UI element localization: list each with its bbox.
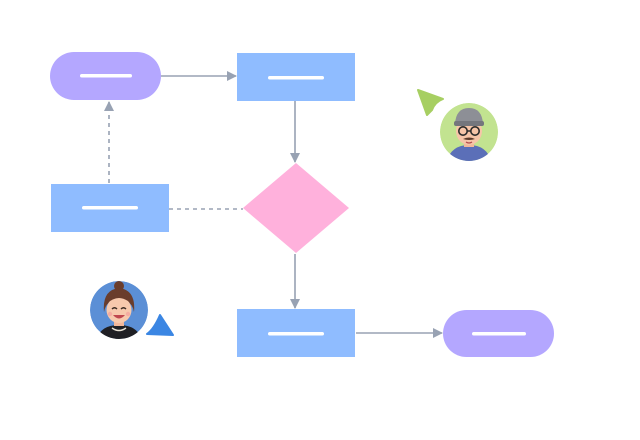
avatar-man-beanie[interactable] — [440, 103, 498, 164]
node-process-left[interactable] — [51, 184, 169, 232]
label-placeholder-line — [472, 332, 526, 336]
node-process-bottom[interactable] — [237, 309, 355, 357]
label-placeholder-line — [80, 74, 132, 78]
label-placeholder-line — [268, 332, 324, 336]
node-process-top[interactable] — [237, 53, 355, 101]
node-start-terminal[interactable] — [50, 52, 161, 100]
label-placeholder-line — [82, 206, 138, 210]
label-placeholder-line — [268, 76, 324, 80]
cursor-arrow-icon — [417, 89, 444, 116]
avatar-woman[interactable] — [90, 281, 148, 342]
cursor-arrow-icon — [146, 314, 174, 336]
node-decision[interactable] — [243, 163, 349, 253]
node-end-terminal[interactable] — [443, 310, 554, 357]
